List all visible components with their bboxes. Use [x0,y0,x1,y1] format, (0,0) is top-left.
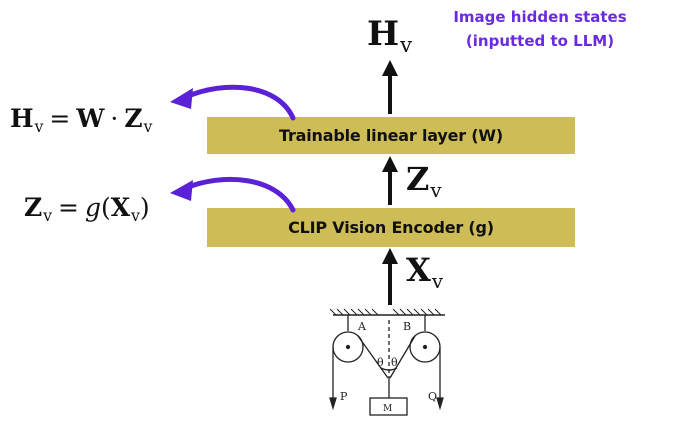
linear-layer-label: Trainable linear layer (W) [279,126,503,145]
flow-arrow-middle [382,156,398,205]
output-hv-label: Hv [367,14,413,58]
flow-arrow-bottom [382,248,398,305]
eq-h-lhs: H [10,104,34,133]
callout-arrow-linear [170,84,296,121]
xv-main: X [406,251,431,289]
pulley-label-m: M [383,404,392,414]
eq-h-z-sub: v [143,118,153,137]
pulley-label-q: Q [428,390,437,403]
zv-main: Z [406,160,430,198]
eq-z-x: X [110,193,131,222]
zv-sub: v [430,178,442,202]
encoder-label: CLIP Vision Encoder (g) [288,218,494,237]
eq-h-dot: · [110,104,119,133]
pulley-label-b: B [403,320,411,333]
hv-main: H [367,14,400,54]
hidden-states-note-line2: (inputted to LLM) [465,32,615,50]
hidden-states-note-line1: Image hidden states [453,8,627,26]
hidden-states-note: Image hidden states (inputted to LLM) [430,5,650,53]
eq-z-x-sub: v [131,207,140,226]
pulley-label-a: A [357,320,367,333]
eq-z-close-paren: ) [139,193,150,222]
flow-arrow-top [382,60,398,114]
eq-z-fn: g [84,193,101,222]
eq-z-lhs-sub: v [43,207,53,226]
eq-z-equals: = [58,193,79,222]
pulley-theta-right: θ [391,356,398,369]
eq-h-z: Z [124,104,143,133]
equation-zv: Zv =g(Xv) [24,193,150,226]
pulley-label-p: P [340,390,348,403]
eq-z-open-paren: ( [100,193,111,222]
clip-vision-encoder-box: CLIP Vision Encoder (g) [207,208,575,247]
eq-h-w: W [76,104,105,133]
pulley-system-image: A B P Q M θ θ [329,308,445,416]
eq-h-equals: = [49,104,71,133]
equation-hv: Hv =W·Zv [10,104,153,137]
trainable-linear-layer-box: Trainable linear layer (W) [207,117,575,154]
eq-h-lhs-sub: v [34,118,44,137]
eq-z-lhs: Z [24,193,43,222]
xv-flow-label: Xv [406,251,443,293]
zv-flow-label: Zv [406,160,442,202]
hv-sub: v [400,32,413,58]
xv-sub: v [431,269,444,293]
callout-arrow-encoder [170,176,296,213]
pulley-theta-left: θ [377,356,384,369]
